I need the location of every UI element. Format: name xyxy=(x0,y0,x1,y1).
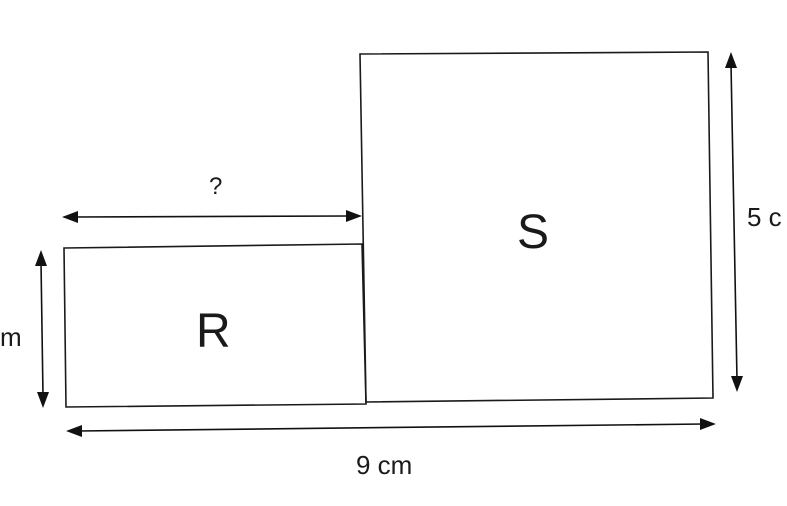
arrow-head-left xyxy=(66,425,82,437)
arrow-head-right xyxy=(700,418,716,430)
total-width-arrow xyxy=(66,418,716,437)
arrow-head-top xyxy=(725,52,737,68)
unknown-width-arrow xyxy=(62,210,362,223)
square-s-label: S xyxy=(517,206,549,259)
unknown-width-label: ? xyxy=(209,173,222,200)
total-width-label: 9 cm xyxy=(356,450,412,480)
arrow-head-right xyxy=(346,210,362,222)
arrow-head-top xyxy=(35,250,47,266)
r-height-arrow xyxy=(35,250,49,408)
arrow-head-bottom xyxy=(731,376,743,392)
r-height-label: m xyxy=(0,322,22,352)
rectangle-r-label: R xyxy=(196,305,231,358)
s-height-label: 5 c xyxy=(747,202,782,232)
s-height-arrow xyxy=(725,52,743,392)
square-s xyxy=(359,51,714,403)
rectangle-r xyxy=(63,243,367,408)
arrow-head-left xyxy=(62,211,78,223)
arrow-head-bottom xyxy=(37,392,49,408)
